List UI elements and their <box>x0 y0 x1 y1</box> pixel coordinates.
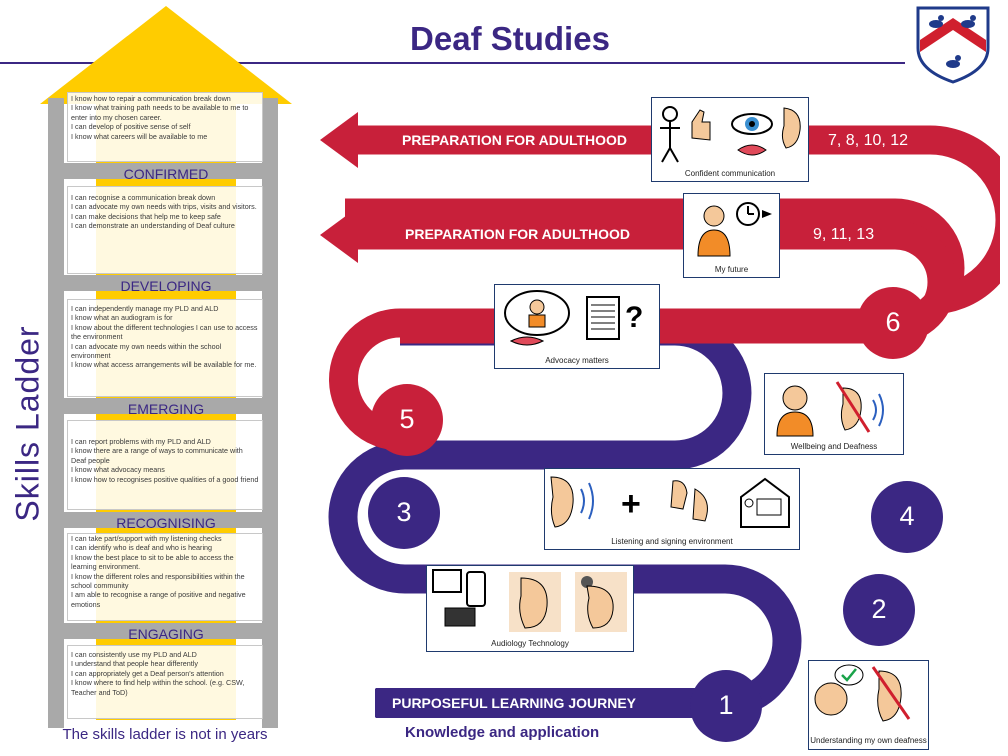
prep-banner-2: PREPARATION FOR ADULTHOOD <box>405 226 631 242</box>
skill-item: I can advocate my own needs within the s… <box>71 341 222 361</box>
skill-item: I know what access arrangements will be … <box>71 360 257 370</box>
step-number-4: 4 <box>899 501 915 531</box>
level-developing: DEVELOPING <box>120 278 212 294</box>
skill-item: I can report problems with my PLD and AL… <box>71 437 211 446</box>
step-circle-6 <box>857 287 929 359</box>
skills-box-engaging: I can consistently use my PLD and ALD I … <box>67 645 263 719</box>
skill-item: I know the best place to sit to be able … <box>71 552 234 572</box>
school-crest-logo <box>916 6 990 84</box>
skill-item: I understand that people hear differentl… <box>71 659 198 669</box>
step-number-2: 2 <box>871 594 887 624</box>
skills-box-recognising: I can take part/support with my listenin… <box>67 533 263 621</box>
card-caption: Audiology Technology <box>491 639 569 648</box>
skill-item: I know about the different technologies … <box>71 322 258 342</box>
skill-item: I can make decisions that help me to kee… <box>71 211 221 221</box>
skill-item: I know how to repair a communication bre… <box>71 94 231 103</box>
level-recognising: RECOGNISING <box>116 515 216 531</box>
arrowhead-prep1 <box>320 112 358 168</box>
skill-item: I know how to recognises positive qualit… <box>71 474 259 484</box>
skill-item: I know what an audiogram is for <box>71 313 173 323</box>
purposeful-banner: PURPOSEFUL LEARNING JOURNEY <box>392 695 636 711</box>
card-understanding-deafness: Understanding my own deafness <box>808 660 929 750</box>
wellbeing-icon <box>776 381 884 437</box>
skill-item: I know the different roles and responsib… <box>71 571 245 591</box>
skill-item: I know what careers will be available to… <box>71 131 208 141</box>
skill-item: I am able to recognise a range of positi… <box>71 590 246 609</box>
card-wellbeing-deafness: Wellbeing and Deafness <box>764 373 904 455</box>
communication-icon <box>660 106 801 163</box>
listening-signing-icon: + <box>550 476 790 528</box>
ladder-rung <box>60 398 272 414</box>
card-confident-communication: Confident communication <box>651 97 809 182</box>
skill-item: I can identify who is deaf and who is he… <box>71 543 213 553</box>
card-caption: Confident communication <box>684 169 776 178</box>
skill-item: I know what advocacy means <box>71 465 165 475</box>
card-caption: Wellbeing and Deafness <box>790 442 878 451</box>
skills-box-developing: I can independently manage my PLD and AL… <box>67 299 263 397</box>
skill-item: I can develop of positive sense of self <box>71 122 191 132</box>
understanding-icon <box>814 664 911 722</box>
skill-item: I can advocate my own needs with trips, … <box>71 202 257 212</box>
skill-item: I can consistently use my PLD and ALD <box>71 650 197 659</box>
card-listening-signing: + Listening and signing environment <box>544 468 800 550</box>
step-circle-4 <box>871 481 943 553</box>
skill-item: I know there are a range of ways to comm… <box>71 446 243 465</box>
header-divider <box>0 62 905 64</box>
level-engaging: ENGAGING <box>128 626 204 642</box>
card-audiology-technology: Audiology Technology <box>426 565 634 652</box>
skill-item: I know where to find help within the sch… <box>71 678 245 697</box>
step-circle-5 <box>371 384 443 456</box>
step-circle-2 <box>843 574 915 646</box>
level-confirmed: CONFIRMED <box>123 166 209 182</box>
card-advocacy-matters: ? Advocacy matters <box>494 284 660 369</box>
step-number-5: 5 <box>399 404 415 434</box>
ladder-rung <box>60 163 272 179</box>
skills-box-top: I know how to repair a communication bre… <box>67 92 263 162</box>
step-number-1: 1 <box>718 690 734 720</box>
level-emerging: EMERGING <box>127 401 205 417</box>
card-caption: Understanding my own deafness <box>810 736 927 745</box>
card-my-future: My future <box>683 193 780 278</box>
step-circle-1 <box>690 670 762 742</box>
advocacy-icon: ? <box>504 290 643 346</box>
step-circle-3 <box>368 477 440 549</box>
skill-item: I can appropriately get a Deaf person's … <box>71 668 224 678</box>
step-number-6: 6 <box>885 307 901 337</box>
skills-box-emerging: I can report problems with my PLD and AL… <box>67 420 263 510</box>
skill-item: I can take part/support with my listenin… <box>71 534 222 543</box>
card-caption: Listening and signing environment <box>611 537 733 546</box>
ladder-rung <box>60 512 272 528</box>
skill-item: I can demonstrate an understanding of De… <box>71 221 235 231</box>
ladder-rung <box>60 623 272 639</box>
ladder-rung <box>60 275 272 291</box>
years-label-1: 7, 8, 10, 12 <box>828 132 909 149</box>
card-caption: Advocacy matters <box>545 356 609 365</box>
future-icon <box>697 202 772 257</box>
arrowhead-prep2 <box>320 207 358 263</box>
ladder-note: The skills ladder is not in years <box>62 726 268 743</box>
skill-item: I can independently manage my PLD and AL… <box>71 304 219 313</box>
ladder-rail-left <box>48 98 64 728</box>
skill-item: I know what training path needs to be av… <box>71 103 249 122</box>
purposeful-bar <box>376 688 721 718</box>
audiology-icon <box>432 569 627 632</box>
card-caption: My future <box>714 265 749 274</box>
svg-text:?: ? <box>625 301 643 334</box>
years-label-2: 9, 11, 13 <box>813 226 875 243</box>
svg-text:+: + <box>621 485 641 523</box>
journey-subtitle: Knowledge and application <box>405 724 600 741</box>
page-title: Deaf Studies <box>410 20 610 57</box>
skills-box-confirmed: I can recognise a communication break do… <box>67 186 263 274</box>
step-number-3: 3 <box>396 497 412 527</box>
prep-banner-1: PREPARATION FOR ADULTHOOD <box>402 132 628 148</box>
skill-item: I can recognise a communication break do… <box>71 193 216 202</box>
